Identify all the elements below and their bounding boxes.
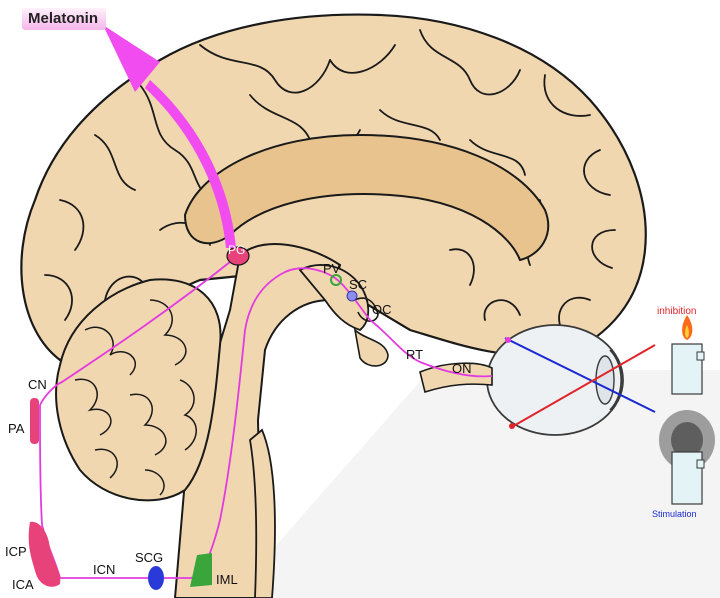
label-cn: CN xyxy=(28,377,47,392)
cerebellum xyxy=(55,278,222,502)
title-melatonin: Melatonin xyxy=(22,8,106,30)
stimulation-ray xyxy=(504,337,656,413)
label-iml: IML xyxy=(216,572,238,587)
label-pa: PA xyxy=(8,421,25,436)
label-icn: ICN xyxy=(93,562,116,577)
optic-chiasm xyxy=(354,297,379,322)
sc-nucleus xyxy=(346,290,358,302)
label-pg: PG xyxy=(228,243,246,257)
pituitary xyxy=(353,327,389,367)
pineal-gland xyxy=(226,246,250,266)
pa-segment xyxy=(30,398,39,444)
label-icp: ICP xyxy=(5,544,27,559)
eye-icon xyxy=(486,324,624,436)
retina-point-top xyxy=(505,337,511,343)
melatonin-arrow xyxy=(145,80,236,248)
candle-lit-icon xyxy=(671,315,705,395)
label-scg: SCG xyxy=(135,550,164,565)
label-on: ON xyxy=(452,361,472,376)
iml-nucleus xyxy=(190,553,212,587)
scg-ganglion xyxy=(148,566,164,590)
background-band xyxy=(230,370,720,598)
ica-segment xyxy=(28,521,61,587)
label-inhibition: inhibition xyxy=(657,306,697,317)
label-stimulation: Stimulation xyxy=(652,509,697,519)
candle-dark-icon xyxy=(659,410,715,505)
optic-nerve xyxy=(419,362,493,394)
label-oc: OC xyxy=(372,302,392,317)
pv-nucleus xyxy=(330,274,342,286)
neural-pathway xyxy=(39,257,493,579)
hypothalamus xyxy=(298,264,370,332)
cerebellum-folia xyxy=(74,299,197,496)
label-rt: RT xyxy=(406,347,424,362)
melatonin-arrowhead xyxy=(103,25,160,92)
spinal-cord xyxy=(249,428,276,598)
label-sc: SC xyxy=(349,277,368,292)
label-ica: ICA xyxy=(12,577,34,592)
label-pv: PV xyxy=(323,261,341,276)
inhibition-ray xyxy=(509,344,656,429)
retina-point-bottom xyxy=(509,423,515,429)
corpus-callosum xyxy=(183,133,550,262)
